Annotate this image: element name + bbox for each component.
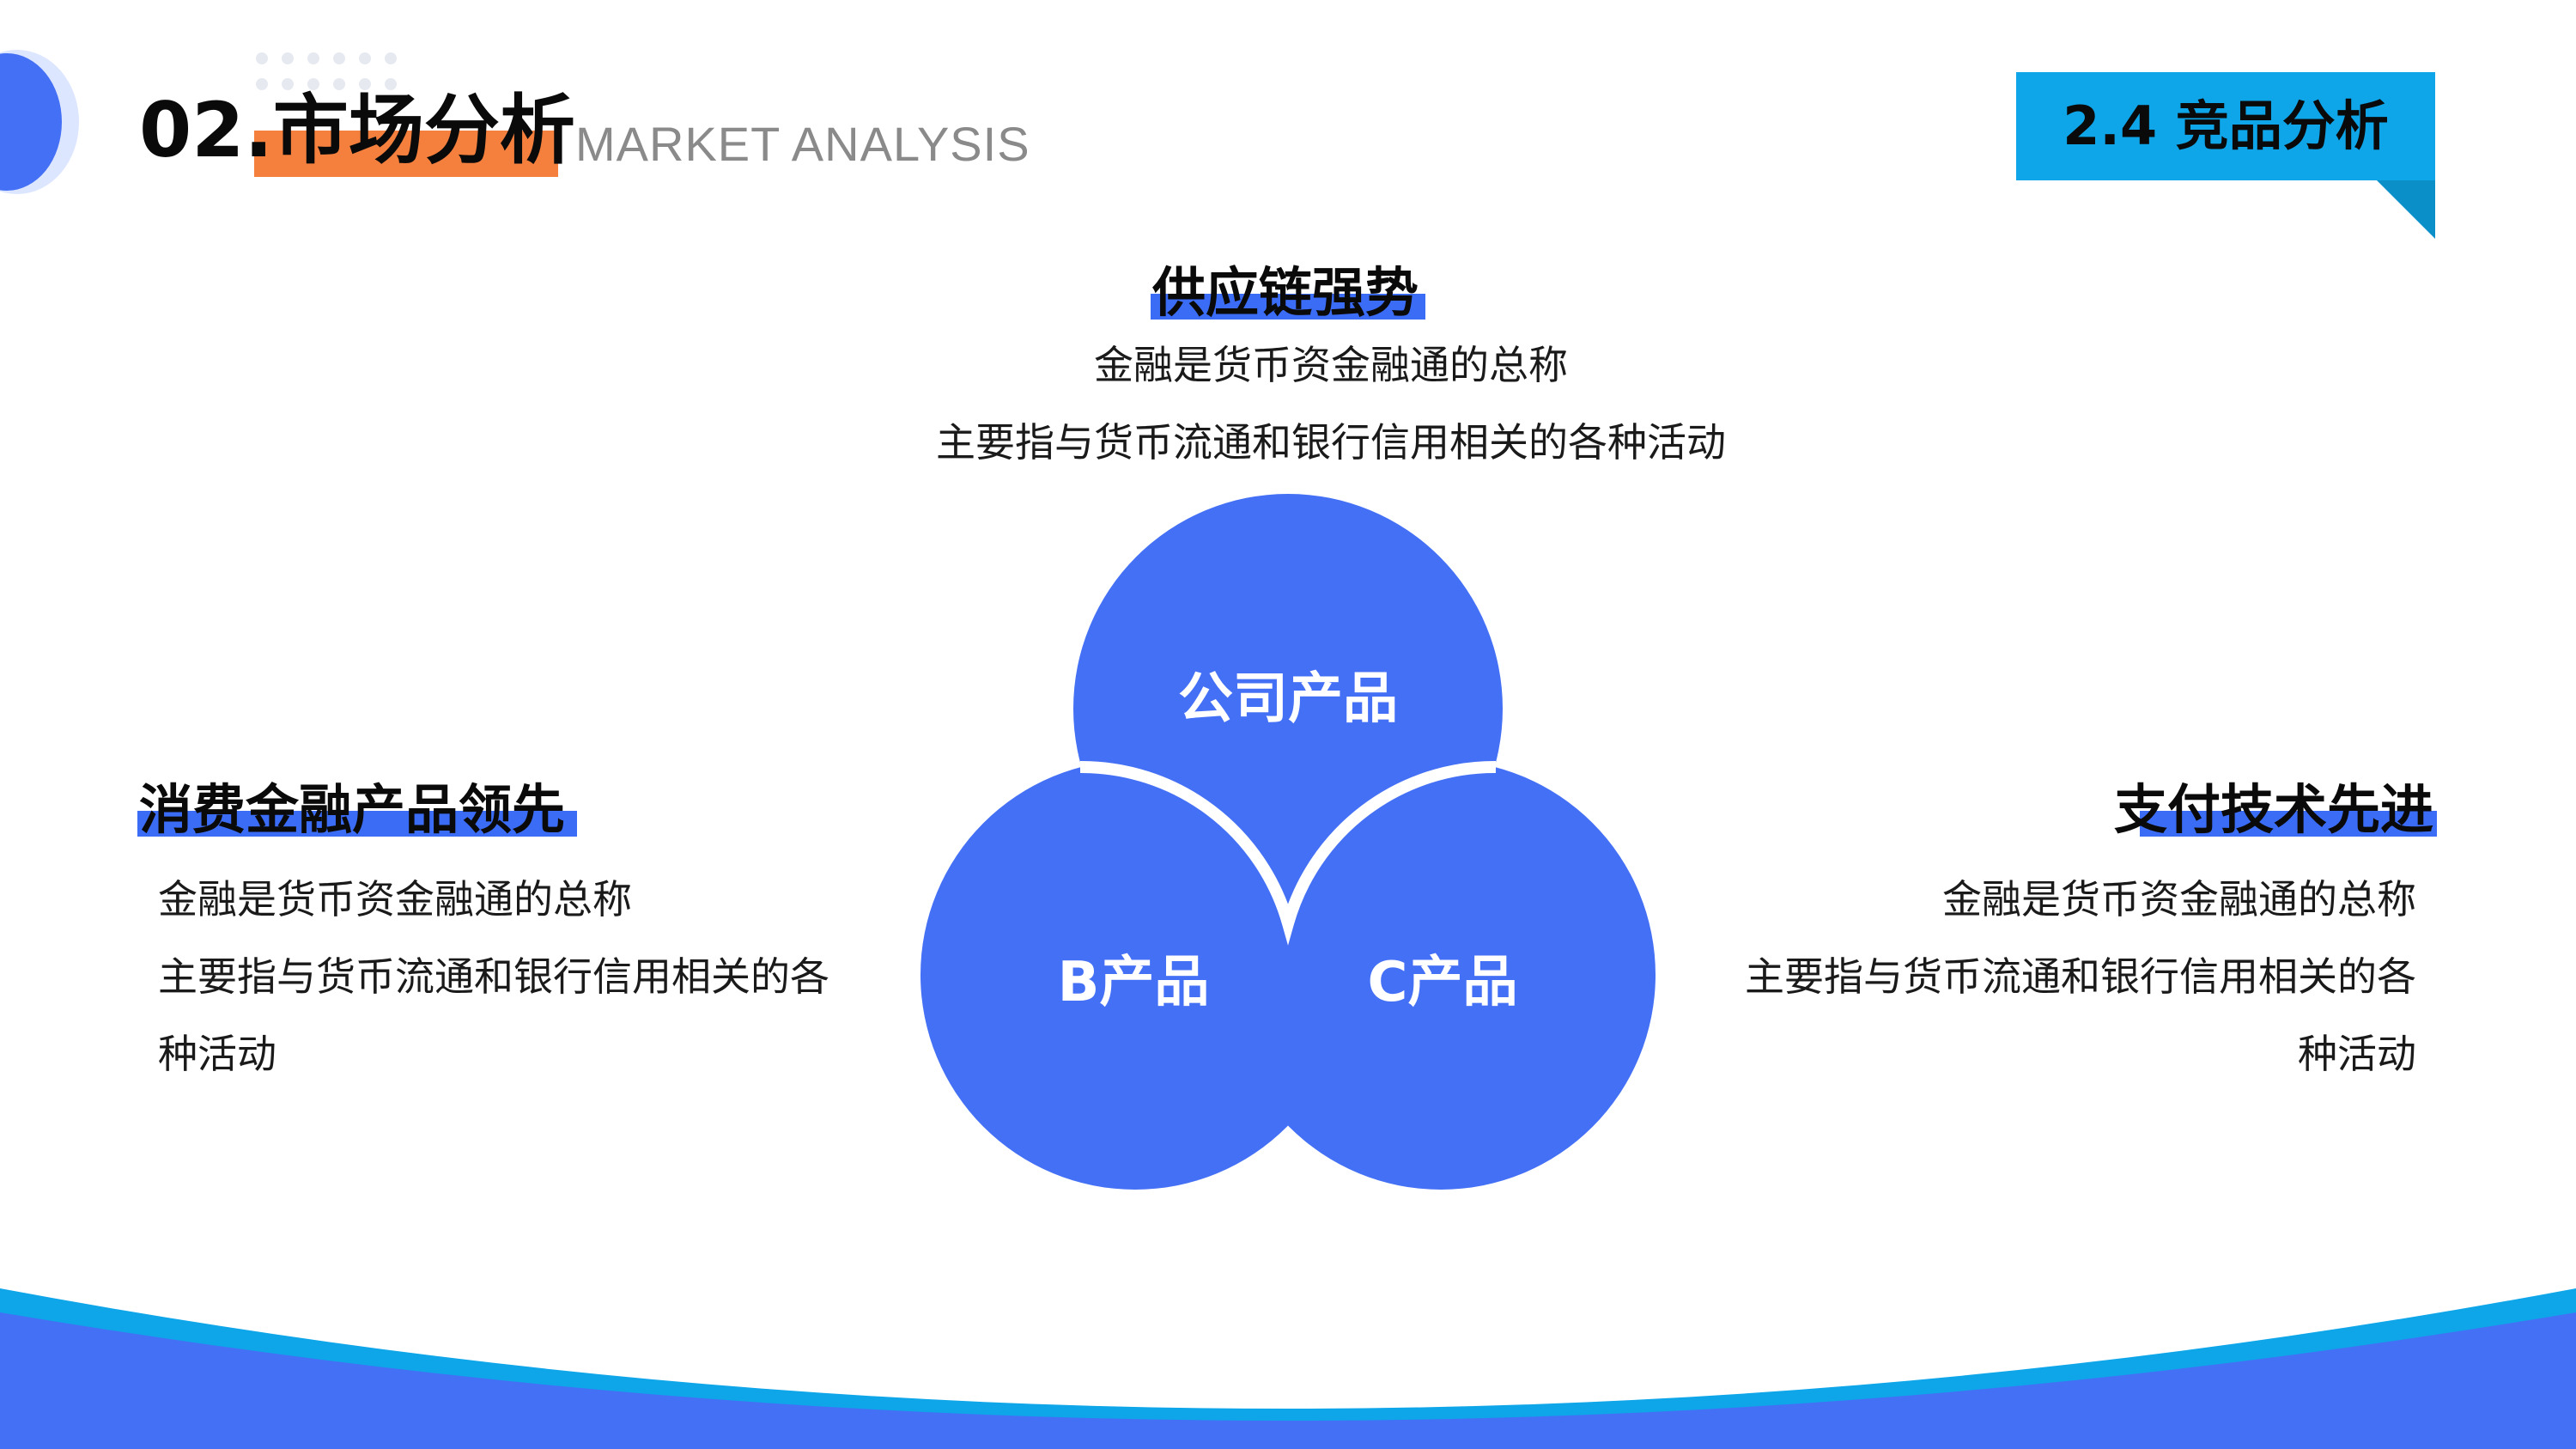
left-heading-highlight [137,811,577,837]
right-heading: 支付技术先进 [2114,778,2434,841]
circle-b-product [920,760,1350,1190]
left-text-line1: 金融是货币资金融通的总称 [158,876,632,922]
left-text-line2: 主要指与货币流通和银行信用相关的各 [158,953,829,1000]
label-company-product: 公司产品 [1178,667,1398,731]
right-text-line3: 种活动 [2298,1031,2416,1077]
top-heading-highlight [1151,294,1425,320]
section-tag: 2.4 竞品分析 [2016,72,2435,239]
title-highlight-bar [254,131,558,177]
right-text-line2: 主要指与货币流通和银行信用相关的各 [1745,953,2416,1000]
corner-decoration [0,50,79,194]
circle-c-product [1226,760,1656,1190]
dot-grid-decoration [256,52,397,90]
left-heading: 消费金融产品领先 [139,778,566,841]
top-heading: 供应链强势 [1152,261,1419,324]
right-heading-highlight [2140,811,2437,837]
circle-separator-arcs [1079,760,1497,946]
right-text-line1: 金融是货币资金融通的总称 [1942,876,2416,922]
page-subtitle: MARKET ANALYSIS [575,117,1030,171]
section-tag-fold [2377,180,2435,239]
label-b-product: B产品 [1057,951,1210,1014]
section-tag-box [2016,72,2435,180]
left-text-line3: 种活动 [158,1031,276,1077]
section-tag-label: 2.4 竞品分析 [2063,94,2389,157]
page-title: 02.市场分析 [139,86,575,174]
top-text-line1: 金融是货币资金融通的总称 [1094,342,1568,388]
label-c-product: C产品 [1367,951,1518,1014]
bottom-wave-decoration [0,1288,2576,1449]
top-text-line2: 主要指与货币流通和银行信用相关的各种活动 [936,419,1726,466]
